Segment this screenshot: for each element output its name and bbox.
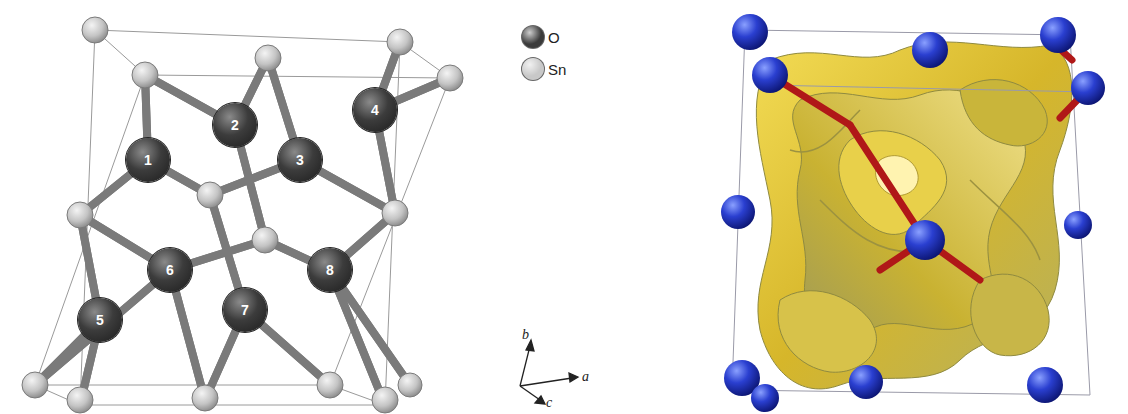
callout-number: 6 (166, 263, 174, 277)
callout-number: 7 (241, 303, 249, 317)
oxygen-atom: 3 (278, 138, 322, 182)
legend-entry: O (522, 26, 560, 48)
oxygen-atom: 4 (353, 88, 397, 132)
callout-number: 8 (326, 263, 334, 277)
oxygen-atom: 5 (78, 298, 122, 342)
axis-label: c (546, 396, 552, 410)
axis-label: a (582, 370, 589, 384)
legend-text: O (548, 29, 560, 46)
callout-number: 5 (96, 313, 104, 327)
legend-entry: Sn (522, 58, 566, 80)
legend-swatch (522, 58, 544, 80)
callout-number: 3 (296, 153, 304, 167)
axis-label: b (522, 328, 529, 342)
callout-number: 1 (144, 153, 152, 167)
oxygen-atom: 6 (148, 248, 192, 292)
oxygen-atom: 7 (223, 288, 267, 332)
oxygen-atom: 8 (308, 248, 352, 292)
oxygen-atom: 2 (213, 103, 257, 147)
oxygen-atom: 1 (126, 138, 170, 182)
legend-text: Sn (548, 61, 566, 78)
callout-number: 4 (371, 103, 379, 117)
legend-swatch (522, 26, 544, 48)
callout-number: 2 (231, 118, 239, 132)
